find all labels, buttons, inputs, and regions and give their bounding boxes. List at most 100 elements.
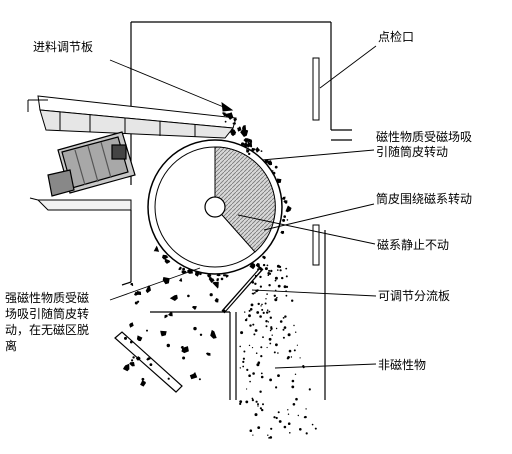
drum-particle: [153, 245, 160, 252]
nonmagnetic-particle: [287, 413, 290, 415]
drum-particle: [223, 274, 226, 277]
nonmagnetic-particle: [262, 263, 266, 267]
nonmagnetic-particle: [296, 344, 298, 346]
nonmagnetic-particle: [299, 357, 301, 359]
drum-particle: [195, 270, 200, 277]
magnetic-particle: [123, 366, 127, 370]
drum-particle: [162, 254, 169, 260]
magnetic-particle: [189, 372, 198, 380]
feed-particle: [233, 118, 237, 122]
nonmagnetic-particle: [262, 336, 264, 339]
nonmagnetic-particle: [311, 423, 314, 426]
nonmagnetic-particle: [254, 282, 257, 285]
label-non-magnetic: 非磁性物: [378, 358, 427, 372]
nonmagnetic-particle: [285, 275, 288, 278]
nonmagnetic-particle: [283, 425, 287, 429]
nonmagnetic-particle: [273, 294, 276, 297]
magnetic-particle: [130, 340, 133, 344]
nonmagnetic-particle: [284, 315, 287, 318]
magnetic-particle: [134, 301, 138, 305]
magnetic-particle: [210, 329, 217, 339]
nonmagnetic-particle: [244, 318, 248, 322]
magnetic-particle: [162, 277, 170, 285]
feed-particle: [248, 152, 251, 156]
magnetic-particle: [168, 312, 173, 317]
nonmagnetic-particle: [304, 415, 307, 419]
nonmagnetic-particle: [269, 329, 272, 332]
nonmagnetic-particle: [244, 311, 246, 313]
magnetic-particle: [212, 281, 219, 289]
nonmagnetic-particle: [291, 385, 295, 389]
nonmagnetic-particle: [260, 305, 262, 307]
magnetic-particle: [214, 298, 219, 303]
feed-particle: [223, 113, 227, 117]
nonmagnetic-particle: [255, 352, 258, 355]
nonmagnetic-particle: [251, 292, 254, 295]
drum-particle: [260, 150, 263, 153]
magnetic-particle: [179, 278, 183, 282]
nonmagnetic-particle: [249, 429, 253, 433]
feed-particle: [246, 149, 250, 153]
label-inspection-port: 点检口: [378, 30, 415, 44]
nonmagnetic-particle: [259, 390, 262, 393]
nonmagnetic-particle: [279, 269, 282, 272]
drum-particle: [220, 277, 224, 281]
nonmagnetic-particle: [251, 399, 254, 402]
magnetic-particle: [167, 377, 170, 380]
magnetic-particle: [145, 285, 151, 294]
drum-particle: [282, 218, 286, 222]
nonmagnetic-particle: [270, 269, 273, 273]
nonmagnetic-particle: [267, 434, 269, 436]
nonmagnetic-particle: [242, 357, 245, 360]
nonmagnetic-particle: [239, 345, 241, 348]
magnetic-particle: [169, 294, 178, 301]
feed-tray: [27, 95, 237, 139]
drum-particle: [209, 278, 215, 283]
magnetic-particle: [160, 330, 167, 337]
nonmagnetic-particle: [259, 315, 262, 318]
magnetic-particle: [146, 357, 151, 361]
nonmagnetic-particle: [265, 298, 267, 300]
drum-particle: [207, 274, 210, 277]
nonmagnetic-particle: [257, 361, 261, 365]
nonmagnetic-particle: [248, 309, 251, 312]
label-magnetic-attracted-1: 磁性物质受磁场吸: [376, 130, 473, 144]
feed-particle: [231, 130, 236, 137]
nonmagnetic-particle: [249, 324, 252, 327]
drum-shaft: [204, 196, 226, 218]
nonmagnetic-particle: [276, 296, 278, 299]
nonmagnetic-particle: [257, 403, 259, 406]
nonmagnetic-particle: [274, 279, 277, 282]
nonmagnetic-particle: [257, 405, 259, 407]
nonmagnetic-particle: [264, 267, 268, 271]
nonmagnetic-particle: [285, 285, 289, 288]
nonmagnetic-particle: [305, 432, 308, 435]
nonmagnetic-particle: [282, 336, 285, 339]
magnetic-particle: [181, 346, 189, 354]
feed-particle: [243, 138, 249, 144]
nonmagnetic-particle: [243, 350, 246, 353]
nonmagnetic-particle: [261, 308, 264, 311]
nonmagnetic-particle: [260, 375, 264, 379]
magnetic-particle: [130, 282, 134, 287]
feed-particle: [251, 147, 256, 153]
magnetic-particle: [129, 322, 134, 328]
nonmagnetic-particle: [251, 397, 254, 400]
feed-particle: [237, 127, 240, 130]
nonmagnetic-particle: [251, 347, 254, 349]
nonmagnetic-particle: [252, 434, 254, 436]
nonmagnetic-particle: [269, 342, 272, 345]
nonmagnetic-particle: [258, 267, 261, 270]
nonmagnetic-particle: [250, 303, 254, 307]
nonmagnetic-particle: [285, 294, 288, 297]
nonmagnetic-particle: [275, 386, 278, 389]
nonmagnetic-particle: [268, 310, 271, 313]
right-side-plate: [312, 224, 320, 266]
nonmagnetic-particle: [291, 299, 294, 302]
nonmagnetic-particle: [269, 378, 272, 382]
drum-particle: [182, 267, 186, 271]
nonmagnetic-particle: [277, 284, 281, 288]
nonmagnetic-particle: [262, 403, 264, 406]
label-magnet-stationary: 磁系静止不动: [377, 238, 450, 252]
